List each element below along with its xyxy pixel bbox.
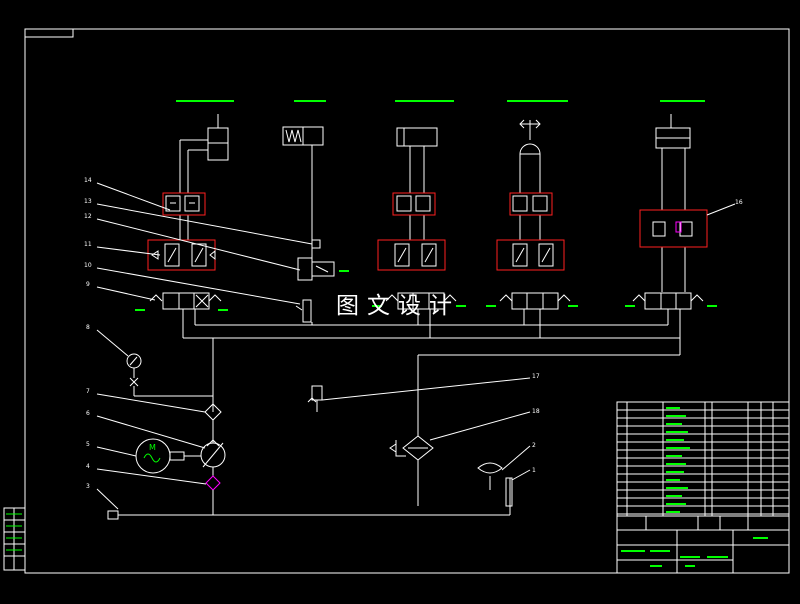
lock-valve-4-highlight (509, 192, 553, 216)
pressure-and-return-manifold (182, 309, 681, 506)
line-filter (204, 403, 222, 443)
lock-valve-3-highlight (392, 192, 436, 216)
callout-18: 18 (532, 408, 540, 415)
throttle-pair-5 (652, 221, 693, 237)
lock-valve-1-highlight (162, 192, 206, 216)
left-margin-table (3, 507, 26, 571)
callout-6: 6 (86, 410, 90, 417)
check-valve-2 (311, 239, 321, 258)
motor-label: M (149, 443, 156, 452)
accumulator (477, 462, 513, 507)
callout-17: 17 (532, 373, 540, 380)
directional-valve-1 (149, 292, 222, 310)
directional-valve-3 (385, 292, 457, 310)
callout-9: 9 (86, 281, 90, 288)
translate-cylinder-actuator (396, 127, 438, 240)
callout-13: 13 (84, 198, 92, 205)
callout-14: 14 (84, 177, 92, 184)
callout-16: 16 (735, 199, 743, 206)
lock-valve-3 (396, 195, 431, 212)
pressure-gauge (126, 353, 213, 397)
parts-list-table (616, 401, 790, 517)
callout-5: 5 (86, 441, 90, 448)
callout-12: 12 (84, 213, 92, 220)
callout-leaders (96, 182, 736, 510)
callout-1: 1 (532, 467, 536, 474)
oil-tank-line (107, 478, 511, 520)
callout-10: 10 (84, 262, 92, 269)
sheet-frame (24, 28, 790, 574)
throttle-pair-3-highlight (377, 239, 446, 271)
directional-valve-4 (499, 292, 571, 310)
hydraulic-pump (200, 439, 226, 476)
callout-3: 3 (86, 483, 90, 490)
throttle-pair-1 (151, 243, 216, 267)
rotary-motor-actuator (519, 119, 541, 240)
gripper-cylinder-actuator (655, 114, 691, 292)
lock-valve-4 (512, 195, 548, 212)
throttle-pair-4 (512, 243, 554, 267)
throttle-pair-4-highlight (496, 239, 565, 271)
suction-filter (205, 475, 221, 515)
spring-cylinder-actuator (282, 126, 324, 240)
relief-valve-2 (295, 299, 312, 323)
callout-7: 7 (86, 388, 90, 395)
corner-stamp (24, 28, 74, 38)
callout-11: 11 (84, 241, 92, 248)
cooler (389, 435, 434, 461)
callout-2: 2 (532, 442, 536, 449)
callout-labels: 14 13 12 11 10 9 8 7 6 5 4 3 17 18 2 1 1… (84, 177, 743, 490)
callout-4: 4 (86, 463, 90, 470)
throttle-pair-3 (394, 243, 437, 267)
watermark-text: 图文设计 (336, 293, 460, 319)
lift-cylinder-actuator (179, 114, 229, 240)
parts-list-rows (617, 409, 789, 515)
solenoid-valve-2 (297, 257, 335, 281)
title-block (616, 515, 790, 574)
directional-valve-5 (632, 292, 704, 310)
callout-8: 8 (86, 324, 90, 331)
lock-valve-1 (165, 195, 200, 212)
solenoid-tags (135, 270, 717, 311)
pressure-relief-valve (307, 385, 323, 412)
throttle-pair-5-highlight (639, 209, 708, 248)
